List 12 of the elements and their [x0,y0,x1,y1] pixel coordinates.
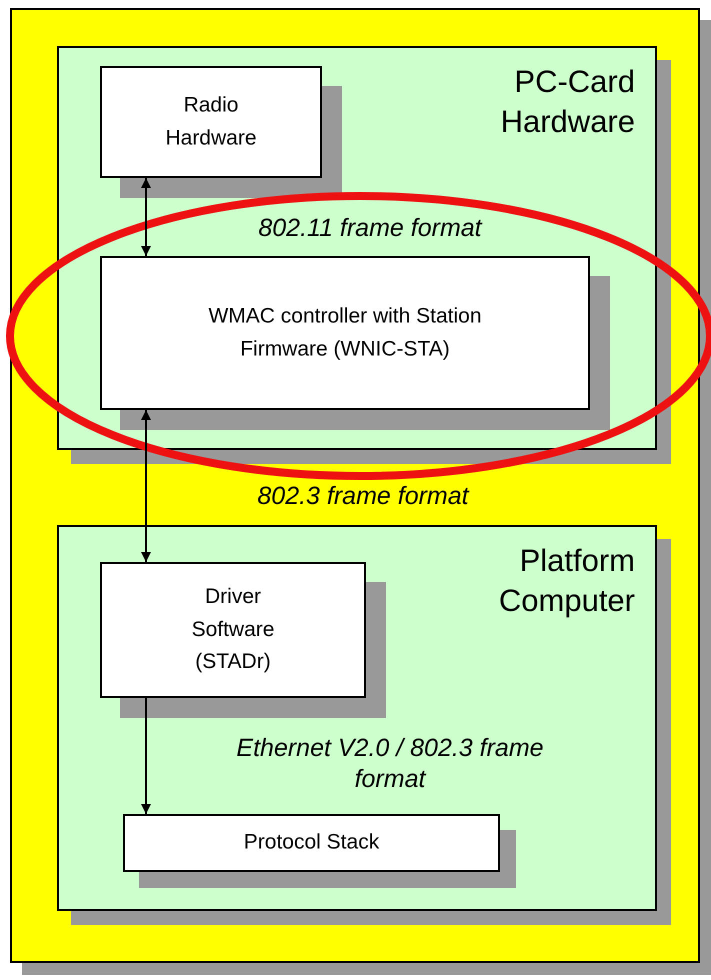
box-text: Driver Software (STADr) [190,584,276,676]
box-text: Protocol Stack [242,830,380,856]
edge-label: 802.3 frame format [256,481,470,512]
arrow [141,178,151,256]
panel-heading: Platform Computer [498,542,635,620]
edge-label: 802.11 frame format [257,213,484,244]
arrow [141,698,151,814]
edge-label: Ethernet V2.0 / 802.3 frame format [235,733,545,796]
panel-heading: PC-Card Hardware [500,63,635,142]
box-text: Radio Hardware [164,92,258,151]
box-text: WMAC controller with Station Firmware (WNIC-STA) [207,303,483,362]
arrow [141,410,151,562]
